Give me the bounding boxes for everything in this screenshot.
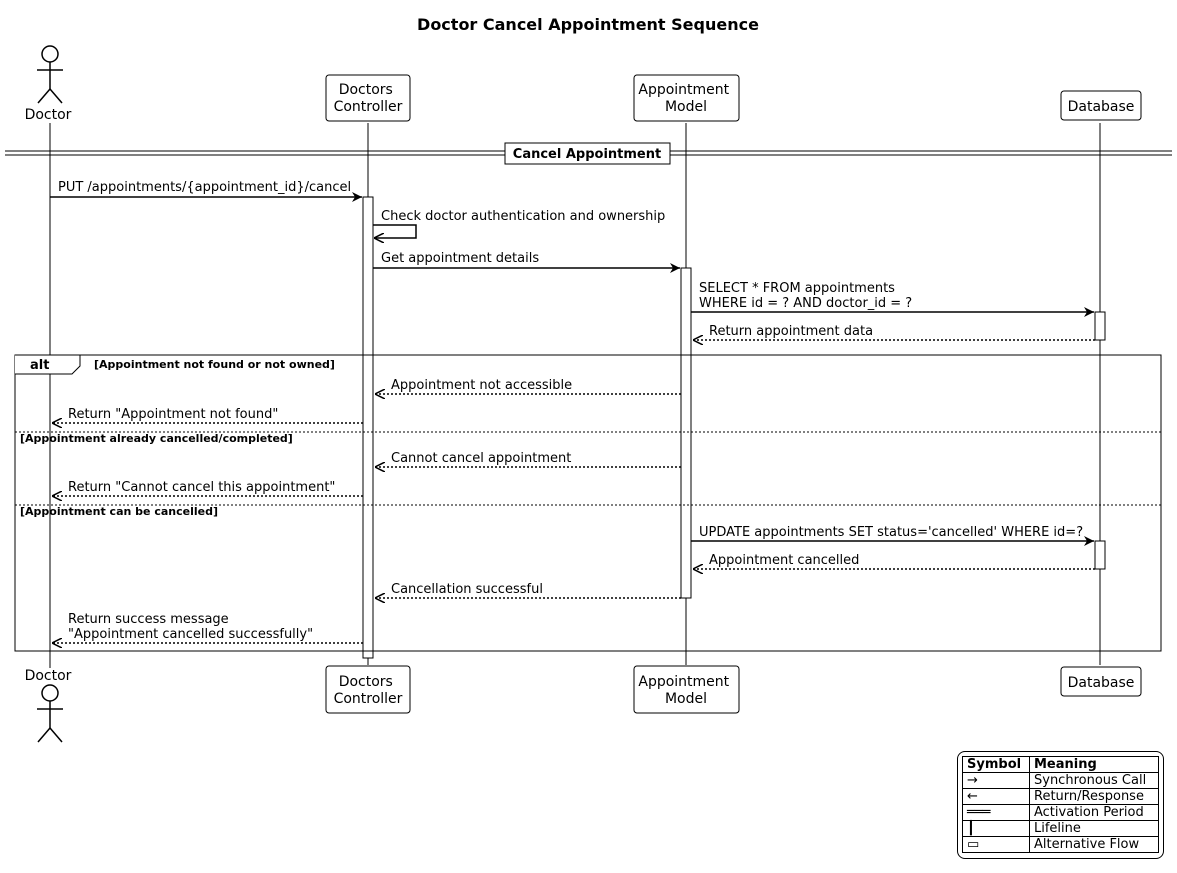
legend-row: ← Return/Response <box>962 788 1159 805</box>
activation-controller <box>362 196 374 659</box>
legend-meaning: Alternative Flow <box>1029 836 1159 853</box>
legend-row: → Synchronous Call <box>962 772 1159 789</box>
actor-icon <box>37 45 63 104</box>
legend-meaning: Return/Response <box>1029 788 1159 805</box>
message-label-1: PUT /appointments/{appointment_id}/cance… <box>58 180 351 195</box>
actor-icon <box>37 684 63 743</box>
legend-symbol: ═══ <box>962 804 1030 821</box>
participant-controller-top: Doctors Controller <box>325 74 411 122</box>
activation-model <box>680 267 692 599</box>
message-label-3: Get appointment details <box>381 251 539 266</box>
participant-database-label: Database <box>1068 99 1135 115</box>
legend-symbol: ┃ <box>962 820 1030 837</box>
alt-condition-3: [Appointment can be cancelled] <box>20 505 218 518</box>
alt-frame-tab <box>15 354 81 375</box>
svg-text:Appointment Model: Appointment Model <box>638 82 733 115</box>
message-label-6: Appointment not accessible <box>391 378 572 393</box>
participant-model-top: Appointment Model <box>633 74 740 122</box>
message-label-13: Return success message "Appointment canc… <box>68 612 313 642</box>
message-label-4-line-1: SELECT * FROM appointments <box>699 281 895 296</box>
participant-controller-line-2: Controller <box>334 99 403 115</box>
participant-doctor-bottom: Doctor <box>25 668 72 743</box>
legend-header-meaning: Meaning <box>1029 756 1159 773</box>
alt-label: alt <box>30 358 49 373</box>
participant-controller-bottom-line-2: Controller <box>334 691 403 707</box>
message-label-4: SELECT * FROM appointments WHERE id = ? … <box>699 281 912 311</box>
activation-database-2 <box>1094 540 1106 570</box>
section-label: Cancel Appointment <box>513 147 661 162</box>
legend-symbol: → <box>962 772 1030 789</box>
legend-symbol: ← <box>962 788 1030 805</box>
legend-meaning: Lifeline <box>1029 820 1159 837</box>
legend-header-row: Symbol Meaning <box>962 756 1159 773</box>
participant-database-top: Database <box>1060 90 1142 121</box>
legend-meaning: Synchronous Call <box>1029 772 1159 789</box>
diagram-canvas: Doctor Cancel Appointment Sequence Cance… <box>5 15 1172 743</box>
message-label-13-line-2: "Appointment cancelled successfully" <box>68 627 313 642</box>
message-label-10: UPDATE appointments SET status='cancelle… <box>699 525 1083 540</box>
legend-symbol: ▭ <box>962 836 1030 853</box>
participant-model-bottom: Appointment Model <box>633 665 740 714</box>
svg-text:Doctors Controller: Doctors Controller <box>334 82 403 115</box>
participant-controller-line-1: Doctors <box>339 82 393 98</box>
message-label-12: Cancellation successful <box>391 582 543 597</box>
message-label-13-line-1: Return success message <box>68 612 229 627</box>
message-label-5: Return appointment data <box>709 324 873 339</box>
message-arrow-2 <box>373 224 417 238</box>
participant-model-bottom-line-2: Model <box>665 691 707 707</box>
message-label-11: Appointment cancelled <box>709 553 859 568</box>
svg-text:Doctors Controller: Doctors Controller <box>334 674 403 707</box>
legend-table: Symbol Meaning → Synchronous Call ← Retu… <box>962 756 1159 853</box>
legend-meaning: Activation Period <box>1029 804 1159 821</box>
svg-text:Appointment Model: Appointment Model <box>638 674 733 707</box>
participant-doctor-label-bottom: Doctor <box>25 668 72 684</box>
participant-model-line-1: Appointment <box>638 82 729 98</box>
participant-model-bottom-line-1: Appointment <box>638 674 729 690</box>
legend: Symbol Meaning → Synchronous Call ← Retu… <box>957 751 1164 859</box>
message-label-2: Check doctor authentication and ownershi… <box>381 209 665 224</box>
section-label-box <box>504 142 671 165</box>
alt-condition-1: [Appointment not found or not owned] <box>94 358 335 371</box>
diagram-title: Doctor Cancel Appointment Sequence <box>417 15 759 34</box>
participant-database-label-bottom: Database <box>1068 675 1135 691</box>
participant-controller-bottom-line-1: Doctors <box>339 674 393 690</box>
message-label-8: Cannot cancel appointment <box>391 451 571 466</box>
message-label-7: Return "Appointment not found" <box>68 407 278 422</box>
legend-header-symbol: Symbol <box>962 756 1030 773</box>
alt-frame <box>14 354 1162 652</box>
legend-row: ▭ Alternative Flow <box>962 836 1159 853</box>
legend-row: ┃ Lifeline <box>962 820 1159 837</box>
participant-doctor-label: Doctor <box>25 107 72 123</box>
participant-controller-bottom: Doctors Controller <box>325 665 411 714</box>
activation-database-1 <box>1094 311 1106 341</box>
participant-doctor-top: Doctor <box>25 45 72 123</box>
participant-model-line-2: Model <box>665 99 707 115</box>
message-label-4-line-2: WHERE id = ? AND doctor_id = ? <box>699 296 912 311</box>
alt-condition-2: [Appointment already cancelled/completed… <box>20 432 293 445</box>
legend-row: ═══ Activation Period <box>962 804 1159 821</box>
participant-database-bottom: Database <box>1060 666 1142 697</box>
message-label-9: Return "Cannot cancel this appointment" <box>68 480 335 495</box>
